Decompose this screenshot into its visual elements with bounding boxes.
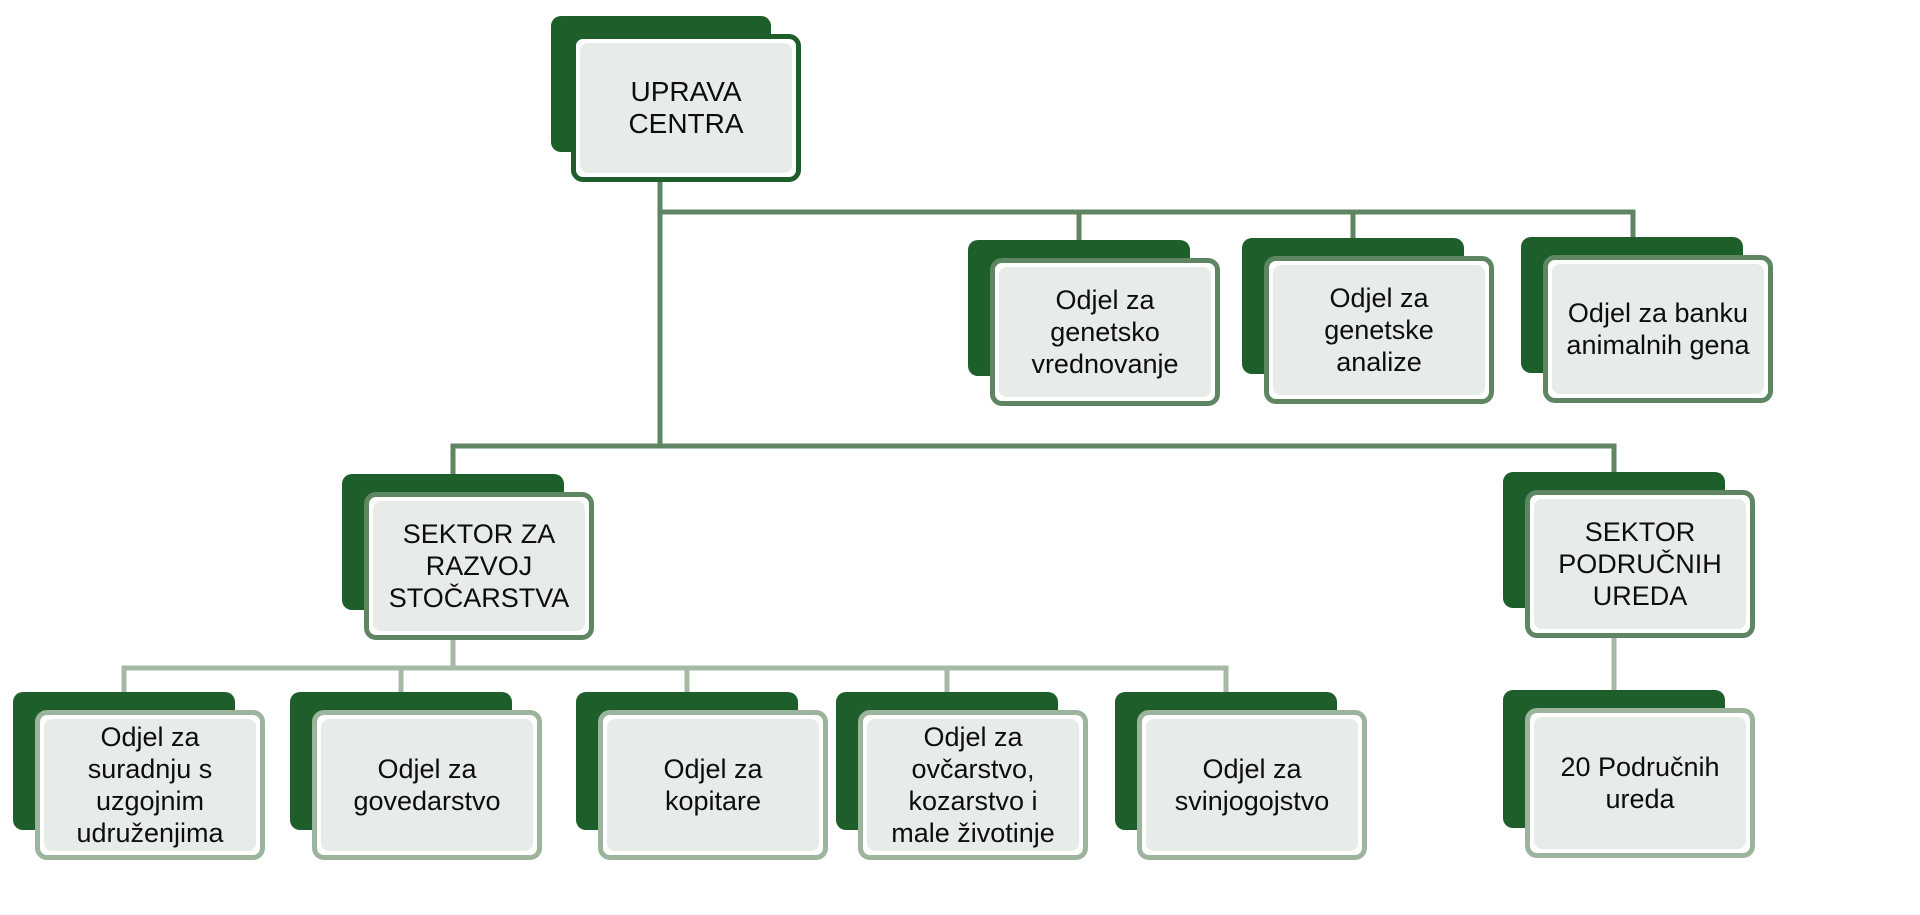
node-odjel-kopitare: Odjel za kopitare <box>576 692 828 860</box>
node-sektor-razvoj-stocarstva: SEKTOR ZA RAZVOJ STOČARSTVA <box>342 474 594 640</box>
node-label: Odjel za kopitare <box>663 754 763 816</box>
node-label: Odjel za ovčarstvo, kozarstvo i male živ… <box>891 722 1055 848</box>
node-label: Odjel za govedarstvo <box>353 754 501 816</box>
node-odjel-genetsko-vrednovanje: Odjel za genetsko vrednovanje <box>968 240 1220 406</box>
node-label: SEKTOR ZA RAZVOJ STOČARSTVA <box>388 519 570 613</box>
node-odjel-ovcarstvo: Odjel za ovčarstvo, kozarstvo i male živ… <box>836 692 1088 860</box>
node-label: Odjel za suradnju s uzgojnim udruženjima <box>76 722 224 848</box>
node-uprava-centra: UPRAVA CENTRA <box>551 16 801 182</box>
node-label: Odjel za svinjogojstvo <box>1174 754 1330 816</box>
node-odjel-banka-gena: Odjel za banku animalnih gena <box>1521 237 1773 403</box>
node-label: Odjel za genetsko vrednovanje <box>1031 285 1179 379</box>
node-label: 20 Područnih ureda <box>1560 752 1720 814</box>
node-odjel-svinjogojstvo: Odjel za svinjogojstvo <box>1115 692 1367 860</box>
node-odjel-genetske-analize: Odjel za genetske analize <box>1242 238 1494 404</box>
node-odjel-suradnja: Odjel za suradnju s uzgojnim udruženjima <box>13 692 265 860</box>
node-20-podrucnih-ureda: 20 Područnih ureda <box>1503 690 1755 858</box>
node-label: SEKTOR PODRUČNIH UREDA <box>1558 517 1722 611</box>
node-label: Odjel za banku animalnih gena <box>1566 298 1750 360</box>
node-odjel-govedarstvo: Odjel za govedarstvo <box>290 692 542 860</box>
node-label: Odjel za genetske analize <box>1324 283 1434 377</box>
node-label: UPRAVA CENTRA <box>628 76 744 139</box>
node-sektor-podrucnih-ureda: SEKTOR PODRUČNIH UREDA <box>1503 472 1755 638</box>
